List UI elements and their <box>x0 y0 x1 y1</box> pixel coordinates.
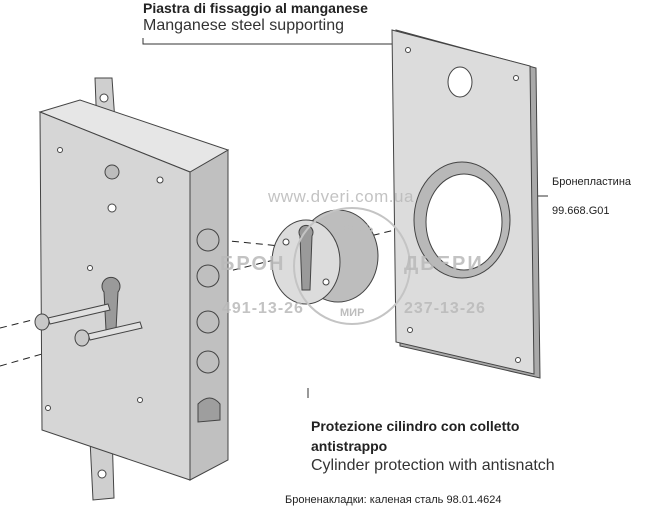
watermark-phone-right: 237-13-26 <box>404 300 486 317</box>
axis-line-upper <box>0 209 476 329</box>
lock-latch <box>197 397 221 423</box>
screw-2-head <box>74 329 90 347</box>
callout-bottom-title-line1: Protezione cilindro con colletto <box>311 418 520 434</box>
plate-corner-hole-3 <box>407 327 413 333</box>
watermark-url: www.dveri.com.ua <box>268 187 414 206</box>
lock-bolt-1 <box>196 228 220 252</box>
caption-armor-covers: Броненакладки: каленая сталь 98.01.4624 <box>285 494 502 506</box>
lock-hole-3 <box>156 176 164 184</box>
cylinder-screw-hole-1 <box>282 238 290 246</box>
callout-top-subtitle: Manganese steel supporting <box>143 17 345 34</box>
lock-hole-5 <box>45 405 51 411</box>
watermark-word-right: ДВЕРИ <box>404 253 484 275</box>
watermark-ring-bottom: МИР <box>340 307 364 319</box>
plate-small-hole <box>447 66 473 98</box>
watermark-ring-top: ВЕСЬ <box>342 223 373 235</box>
lock-hole-2 <box>107 203 117 213</box>
lock-keyhole <box>101 276 121 331</box>
callout-armor-plate-name: Бронепластина <box>552 176 632 188</box>
lock-hole-4 <box>57 147 63 153</box>
lock-hole-7 <box>87 265 93 271</box>
leader-top <box>142 38 408 45</box>
lock-hole-1 <box>104 164 120 180</box>
lock-top-tab-hole <box>99 93 109 103</box>
watermark-ring <box>293 207 411 325</box>
lock-bolt-4 <box>196 350 220 374</box>
screw-1-head <box>34 313 50 331</box>
lock-bottom-tab-hole <box>97 469 107 479</box>
lock-hole-6 <box>137 397 143 403</box>
cylinder-screw-hole-2 <box>322 278 330 286</box>
cylinder-protection <box>271 209 379 305</box>
lock-bolt-3 <box>196 310 220 334</box>
manganese-plate <box>391 29 541 379</box>
callout-bottom-title-line2: antistrappo <box>311 438 388 454</box>
plate-corner-hole-2 <box>513 75 519 81</box>
plate-corner-hole-1 <box>405 47 411 53</box>
callout-armor-plate-code: 99.668.G01 <box>552 205 610 217</box>
callout-bottom-subtitle: Cylinder protection with antisnatch <box>311 457 555 474</box>
plate-corner-hole-4 <box>515 357 521 363</box>
screws <box>34 303 143 347</box>
lock-bolt-2 <box>196 264 220 288</box>
plate-cylinder-hole <box>425 173 503 271</box>
callout-top-title: Piastra di fissaggio al manganese <box>143 0 368 16</box>
watermark-word-left: БРОН <box>220 253 286 275</box>
lock-body <box>38 77 230 501</box>
watermark-phone-left: 491-13-26 <box>222 300 304 317</box>
